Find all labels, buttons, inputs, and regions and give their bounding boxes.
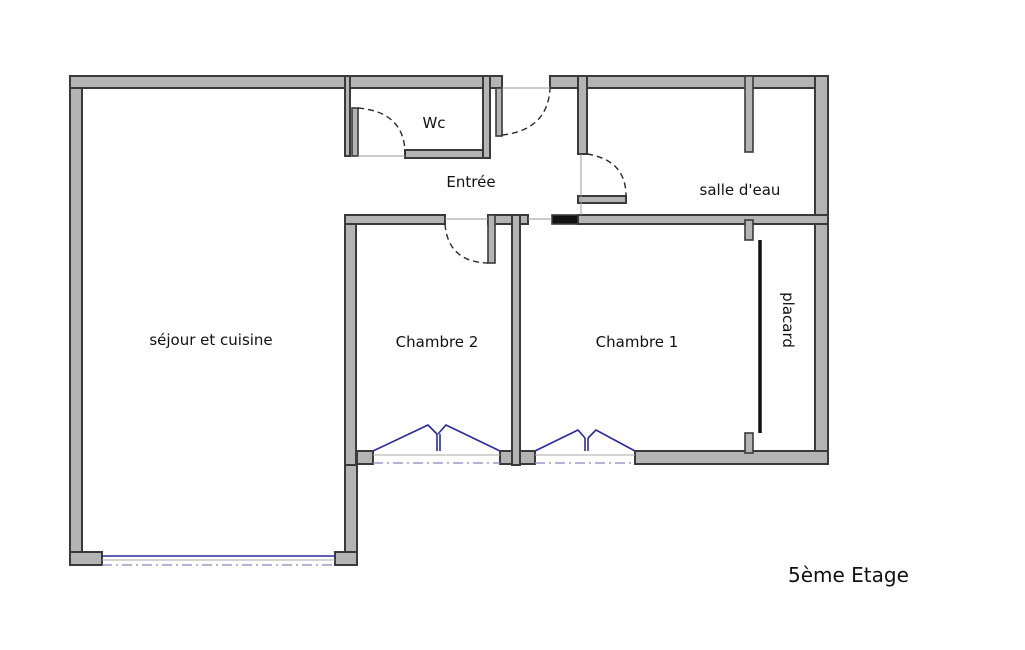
chambre2-door-jamb bbox=[487, 214, 496, 264]
wall-top-right bbox=[549, 75, 829, 89]
room-label-salle-deau: salle d'eau bbox=[700, 181, 781, 199]
placard-wall-bottom bbox=[744, 432, 754, 454]
chambre2-window-left bbox=[372, 424, 438, 452]
wall-top-chambre2 bbox=[344, 214, 446, 225]
room-label-placard: placard bbox=[779, 292, 797, 348]
chambre1-window-right bbox=[587, 429, 636, 452]
chambre1-window-left bbox=[534, 429, 586, 452]
sdb-door-swing bbox=[586, 153, 627, 197]
room-label-sejour: séjour et cuisine bbox=[149, 331, 272, 349]
wc-door-jamb bbox=[351, 107, 359, 157]
entree-door-swing bbox=[501, 87, 551, 136]
wall-chambre2-chambre1 bbox=[511, 214, 521, 466]
room-label-wc: Wc bbox=[422, 114, 445, 132]
wall-bottom-sejour-right bbox=[334, 551, 358, 566]
wall-sdb-bottom-left bbox=[577, 195, 627, 204]
chambre2-window-right bbox=[437, 424, 501, 452]
wall-entree-sdb-top bbox=[577, 75, 588, 155]
wall-sejour-right-lower bbox=[344, 450, 358, 566]
wall-right-outer bbox=[814, 75, 829, 465]
room-label-entree: Entrée bbox=[446, 173, 495, 191]
wall-top-chambre1 bbox=[577, 214, 829, 225]
wall-top-left bbox=[69, 75, 503, 89]
wall-left-outer bbox=[69, 75, 83, 566]
wc-door-swing bbox=[357, 107, 406, 155]
room-label-chambre2: Chambre 2 bbox=[396, 333, 479, 351]
sdb-partition-1 bbox=[744, 75, 754, 153]
placard-wall-top bbox=[744, 219, 754, 241]
wall-bottom-chambre1 bbox=[634, 450, 829, 465]
wall-sejour-wc bbox=[344, 75, 351, 157]
chambre2-door-swing bbox=[444, 223, 489, 264]
floor-level-label: 5ème Etage bbox=[788, 563, 909, 587]
wall-wc-right bbox=[482, 75, 491, 159]
door-jamb-chambre1 bbox=[551, 214, 579, 225]
room-label-chambre1: Chambre 1 bbox=[596, 333, 679, 351]
wall-wc-bottom bbox=[404, 149, 490, 159]
wall-sejour-chambre2 bbox=[344, 214, 357, 466]
wall-bottom-sejour-left bbox=[69, 551, 103, 566]
entree-door-jamb bbox=[495, 87, 503, 137]
